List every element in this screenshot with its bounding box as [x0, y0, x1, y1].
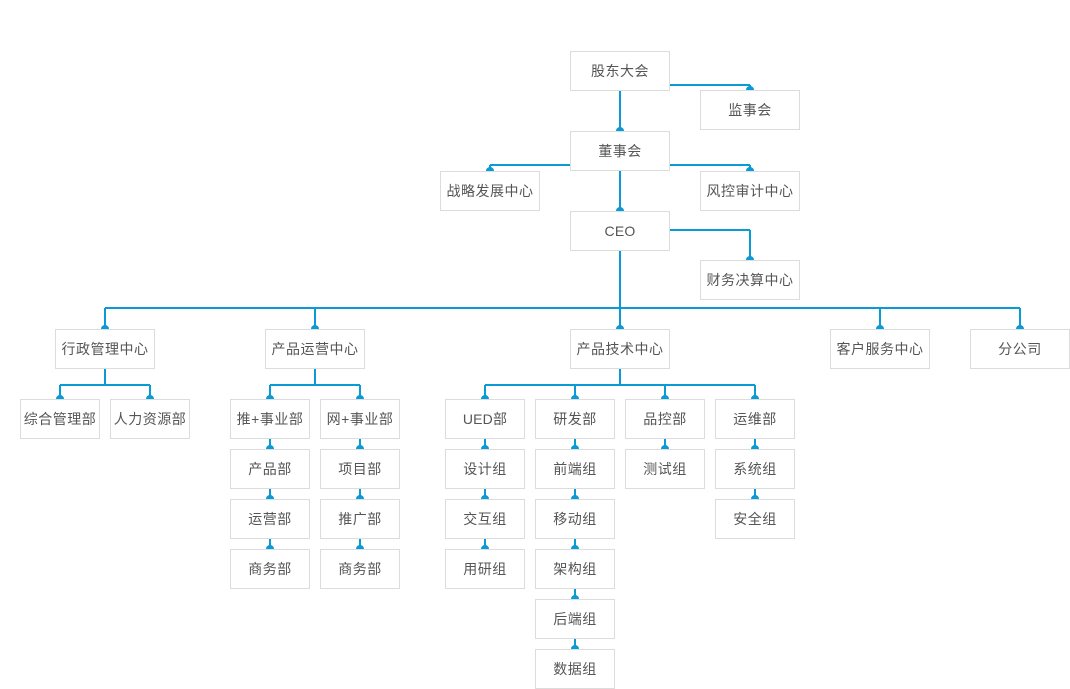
org-node-n24[interactable]: 研发部: [535, 399, 615, 439]
org-node-label: 产品运营中心: [271, 341, 359, 357]
org-node-label: 人力资源部: [113, 411, 187, 427]
org-node-label: 战略发展中心: [446, 183, 534, 199]
org-node-n37[interactable]: 数据组: [535, 649, 615, 689]
org-node-n30[interactable]: 系统组: [715, 449, 795, 489]
org-node-label: 运营部: [248, 511, 292, 527]
org-node-label: 风控审计中心: [706, 183, 794, 199]
org-node-n16[interactable]: 网+事业部: [320, 399, 400, 439]
org-node-label: 测试组: [643, 461, 687, 477]
org-node-n3[interactable]: 董事会: [570, 131, 670, 171]
org-node-label: 安全组: [733, 511, 777, 527]
org-node-n29[interactable]: 测试组: [625, 449, 705, 489]
org-node-label: 品控部: [643, 411, 687, 427]
org-node-n35[interactable]: 架构组: [535, 549, 615, 589]
org-node-n27[interactable]: 设计组: [445, 449, 525, 489]
org-node-label: 前端组: [553, 461, 597, 477]
org-node-label: 数据组: [553, 661, 597, 677]
org-node-n20[interactable]: 推广部: [320, 499, 400, 539]
org-node-label: 运维部: [733, 411, 777, 427]
org-node-label: 综合管理部: [23, 411, 97, 427]
org-node-n17[interactable]: 产品部: [230, 449, 310, 489]
org-node-n23[interactable]: UED部: [445, 399, 525, 439]
org-node-n34[interactable]: 用研组: [445, 549, 525, 589]
org-node-n6[interactable]: CEO: [570, 211, 670, 251]
org-node-label: 推广部: [338, 511, 382, 527]
org-node-label: 系统组: [733, 461, 777, 477]
org-node-n28[interactable]: 前端组: [535, 449, 615, 489]
org-node-label: 股东大会: [591, 63, 649, 79]
org-node-label: 产品技术中心: [576, 341, 664, 357]
org-node-label: 财务决算中心: [706, 272, 794, 288]
org-node-n5[interactable]: 风控审计中心: [700, 171, 800, 211]
org-node-n15[interactable]: 推+事业部: [230, 399, 310, 439]
org-node-label: 行政管理中心: [61, 341, 149, 357]
org-node-label: 移动组: [553, 511, 597, 527]
org-node-label: 用研组: [463, 561, 507, 577]
org-node-label: 交互组: [463, 511, 507, 527]
org-node-n33[interactable]: 安全组: [715, 499, 795, 539]
org-node-n22[interactable]: 商务部: [320, 549, 400, 589]
org-node-n2[interactable]: 监事会: [700, 90, 800, 130]
org-node-label: CEO: [604, 223, 636, 239]
org-node-n14[interactable]: 人力资源部: [110, 399, 190, 439]
org-node-n1[interactable]: 股东大会: [570, 51, 670, 91]
org-node-n7[interactable]: 财务决算中心: [700, 260, 800, 300]
org-node-n26[interactable]: 运维部: [715, 399, 795, 439]
org-node-n12[interactable]: 分公司: [970, 329, 1070, 369]
org-node-label: 架构组: [553, 561, 597, 577]
org-node-n25[interactable]: 品控部: [625, 399, 705, 439]
org-node-label: 产品部: [248, 461, 292, 477]
org-node-n13[interactable]: 综合管理部: [20, 399, 100, 439]
org-node-label: 网+事业部: [326, 411, 394, 427]
org-node-n9[interactable]: 产品运营中心: [265, 329, 365, 369]
org-node-label: 分公司: [998, 341, 1042, 357]
org-node-n31[interactable]: 交互组: [445, 499, 525, 539]
org-node-label: 商务部: [338, 561, 382, 577]
org-node-n4[interactable]: 战略发展中心: [440, 171, 540, 211]
org-node-label: 推+事业部: [236, 411, 304, 427]
org-node-n10[interactable]: 产品技术中心: [570, 329, 670, 369]
org-node-label: 商务部: [248, 561, 292, 577]
org-node-n36[interactable]: 后端组: [535, 599, 615, 639]
org-node-label: 设计组: [463, 461, 507, 477]
org-node-label: UED部: [462, 411, 508, 427]
org-node-n19[interactable]: 运营部: [230, 499, 310, 539]
org-node-label: 客户服务中心: [836, 341, 924, 357]
org-node-n32[interactable]: 移动组: [535, 499, 615, 539]
org-node-label: 后端组: [553, 611, 597, 627]
org-node-label: 研发部: [553, 411, 597, 427]
org-node-n18[interactable]: 项目部: [320, 449, 400, 489]
org-node-label: 项目部: [338, 461, 382, 477]
org-node-n8[interactable]: 行政管理中心: [55, 329, 155, 369]
org-node-n21[interactable]: 商务部: [230, 549, 310, 589]
org-node-label: 监事会: [728, 102, 772, 118]
org-node-n11[interactable]: 客户服务中心: [830, 329, 930, 369]
org-node-label: 董事会: [598, 143, 642, 159]
